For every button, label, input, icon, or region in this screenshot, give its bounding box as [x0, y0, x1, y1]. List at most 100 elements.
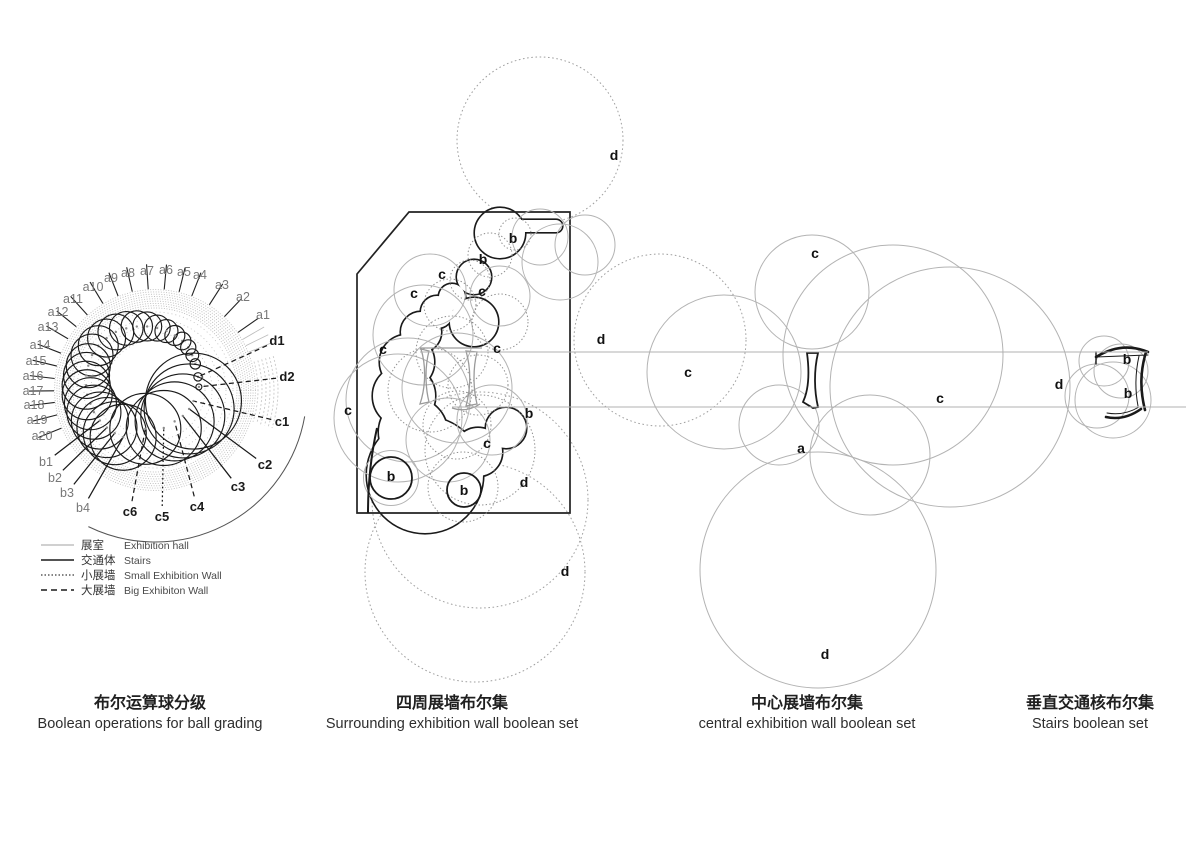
- ball-label-a18: a18: [24, 398, 45, 412]
- fan-arc: [263, 358, 271, 426]
- stair-wall-arc: [367, 427, 378, 514]
- circle-label-a: a: [797, 440, 805, 456]
- site-boundary-outline: [356, 211, 571, 514]
- legend-en-exhibition-hall: Exhibition hall: [124, 540, 189, 552]
- ball-center-dot: [144, 427, 147, 431]
- ball-label-c2: c2: [258, 457, 272, 472]
- ball-label-a11: a11: [63, 292, 83, 306]
- exhibition-hall-circle: [699, 451, 937, 689]
- stair-core-wall-path: [1106, 406, 1140, 415]
- ball-label-a16: a16: [23, 369, 44, 383]
- ball-label-d1: d1: [269, 333, 284, 348]
- radial-leader-line: [237, 317, 259, 333]
- circle-label-b: b: [509, 230, 518, 246]
- small-exhibition-wall-circle: [471, 293, 529, 351]
- legend-cn-small-wall: 小展墙: [81, 568, 116, 582]
- line-style-legend: 展室 Exhibition hall 交通体 Stairs 小展墙 Small …: [41, 538, 222, 597]
- small-exhibition-wall-circle: [498, 217, 532, 251]
- ball-label-a17: a17: [23, 384, 44, 398]
- small-exhibition-wall-circle: [387, 347, 473, 433]
- ball-label-c3: c3: [231, 479, 245, 494]
- stair-circle: [446, 472, 482, 508]
- stair-core-wall-path: [1095, 354, 1149, 358]
- ball-center-dot: [85, 374, 88, 377]
- ball-center-dot: [197, 385, 201, 389]
- panel2-title-cn: 四周展墙布尔集: [396, 693, 509, 712]
- stair-core-wall-path: [1140, 350, 1148, 412]
- exhibition-hall-circle: [1074, 361, 1152, 439]
- ball-label-c6: c6: [123, 504, 137, 519]
- leader-line-b2: [62, 427, 108, 471]
- small-exhibition-wall-circle: [467, 232, 513, 278]
- exhibition-hall-circle: [809, 394, 931, 516]
- ball-label-a15: a15: [26, 354, 47, 368]
- spiral-band-ring: [70, 305, 240, 475]
- panel-central-wall: [646, 234, 1071, 689]
- exhibition-hall-circle: [456, 384, 528, 456]
- ball-label-a8: a8: [121, 266, 135, 280]
- spiral-inner-ring: [76, 311, 234, 469]
- ball-center-dot: [192, 399, 195, 403]
- exhibition-hall-circle: [511, 208, 569, 266]
- ball-center-dot: [105, 426, 109, 429]
- leader-line-c2: [188, 408, 257, 459]
- stair-core-wall-path: [1094, 346, 1150, 359]
- grading-ball-a11: [97, 313, 135, 351]
- radial-leader-line: [37, 343, 62, 354]
- exhibition-hall-circle: [393, 253, 467, 327]
- central-wall-shape-gray: [465, 350, 478, 407]
- ball-center-dot: [162, 426, 165, 430]
- radial-leader-line: [29, 375, 55, 380]
- ball-center-dot: [113, 431, 116, 435]
- circle-label-c: c: [344, 402, 352, 418]
- ball-label-c4: c4: [190, 499, 205, 514]
- ball-label-c5: c5: [155, 509, 169, 524]
- exhibition-hall-circle: [646, 294, 802, 450]
- circle-label-c: c: [936, 390, 944, 406]
- spiral-band-ring: [67, 302, 243, 478]
- ball-center-dot: [125, 327, 128, 330]
- leader-line-c1: [193, 400, 272, 421]
- circle-label-c: c: [493, 340, 501, 356]
- ball-label-a7: a7: [140, 264, 154, 278]
- grading-ball-c3: [140, 373, 226, 459]
- panel2-title-en: Surrounding exhibition wall boolean set: [326, 716, 578, 732]
- stair-blob-fill: [475, 208, 525, 258]
- ball-label-a2: a2: [236, 290, 250, 304]
- ball-label-a10: a10: [83, 280, 104, 294]
- ball-label-a3: a3: [215, 278, 229, 292]
- leader-line-c5: [161, 427, 165, 507]
- circle-label-b: b: [460, 482, 469, 498]
- grading-ball-a16: [62, 351, 111, 400]
- circle-label-c: c: [478, 283, 486, 299]
- radial-leader-line: [70, 296, 88, 316]
- stair-blob-fill: [486, 408, 526, 448]
- spiral-inner-ring: [83, 318, 227, 462]
- ball-center-dot: [98, 419, 102, 422]
- stair-circle: [369, 456, 413, 500]
- grading-ball-a15: [65, 343, 111, 389]
- circle-label-b: b: [1124, 385, 1133, 401]
- legend-cn-stairs: 交通体: [81, 553, 116, 567]
- ball-label-a19: a19: [27, 413, 48, 427]
- central-wall-shape-gray: [419, 348, 430, 405]
- panel-ball-grading-spiral: d2d1a1a2a3a4a5a6a7a8a9a10a11a12a13a14a15…: [23, 263, 306, 543]
- grading-ball-a5: [164, 324, 186, 347]
- fan-arc: [256, 360, 263, 424]
- circle-label-d: d: [520, 474, 529, 490]
- grading-ball-a3: [180, 339, 197, 356]
- grading-ball-a10: [108, 310, 144, 346]
- ball-label-a1: a1: [256, 308, 270, 322]
- grading-ball-b1: [70, 391, 129, 450]
- grading-ball-a7: [143, 314, 171, 342]
- ball-center-dot: [135, 325, 139, 328]
- legend-cn-big-wall: 大展墙: [81, 583, 116, 597]
- ball-center-dot: [146, 325, 149, 328]
- ball-label-b4: b4: [76, 501, 90, 515]
- exhibition-hall-circle: [1064, 363, 1130, 429]
- grading-ball-c5: [125, 389, 202, 467]
- radial-leader-line: [29, 401, 55, 407]
